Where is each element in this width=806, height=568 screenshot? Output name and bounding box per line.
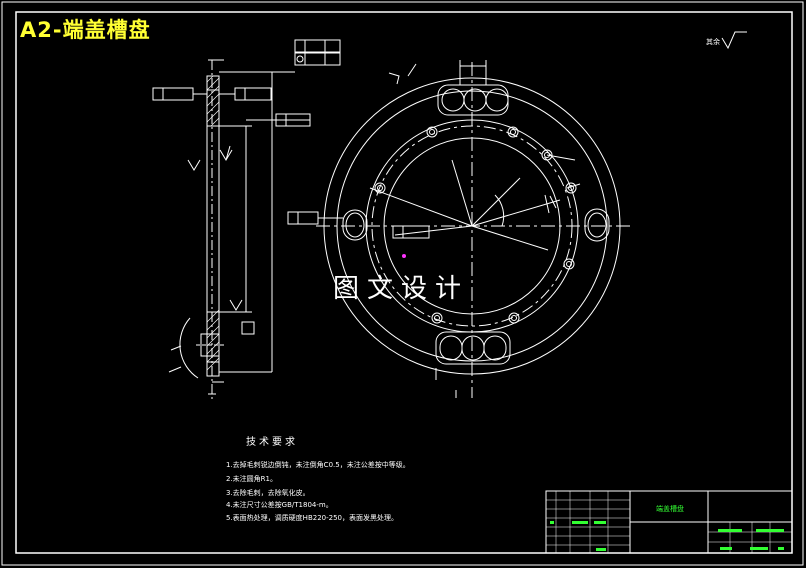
technical-requirement-3: 3.去除毛刺，去除氧化皮。 [226,489,310,497]
technical-requirements-heading: 技术要求 [246,437,298,448]
watermark-text: 图文设计 [333,274,470,304]
technical-requirement-5: 5.表面热处理，调质硬度HB220-250，表面发黑处理。 [226,514,398,522]
front-view [287,60,630,398]
title-block-fills [550,521,784,551]
inner-frame [15,11,793,554]
title-block-part-name: 端盖槽盘 [656,505,684,513]
technical-requirement-1: 1.去掉毛刺锐边倒钝，未注倒角C0.5，未注公差按中等级。 [226,461,410,469]
side-section-view [152,39,341,400]
technical-requirement-4: 4.未注尺寸公差按GB/T1804-m。 [226,501,333,509]
accent-mark [402,254,406,258]
roughness-note: 其余 [706,38,720,46]
title-block [545,490,793,554]
roughness-symbol [721,31,747,50]
drawing-title: A2-端盖槽盘 [20,18,151,42]
technical-requirement-2: 2.未注圆角R1。 [226,475,277,483]
